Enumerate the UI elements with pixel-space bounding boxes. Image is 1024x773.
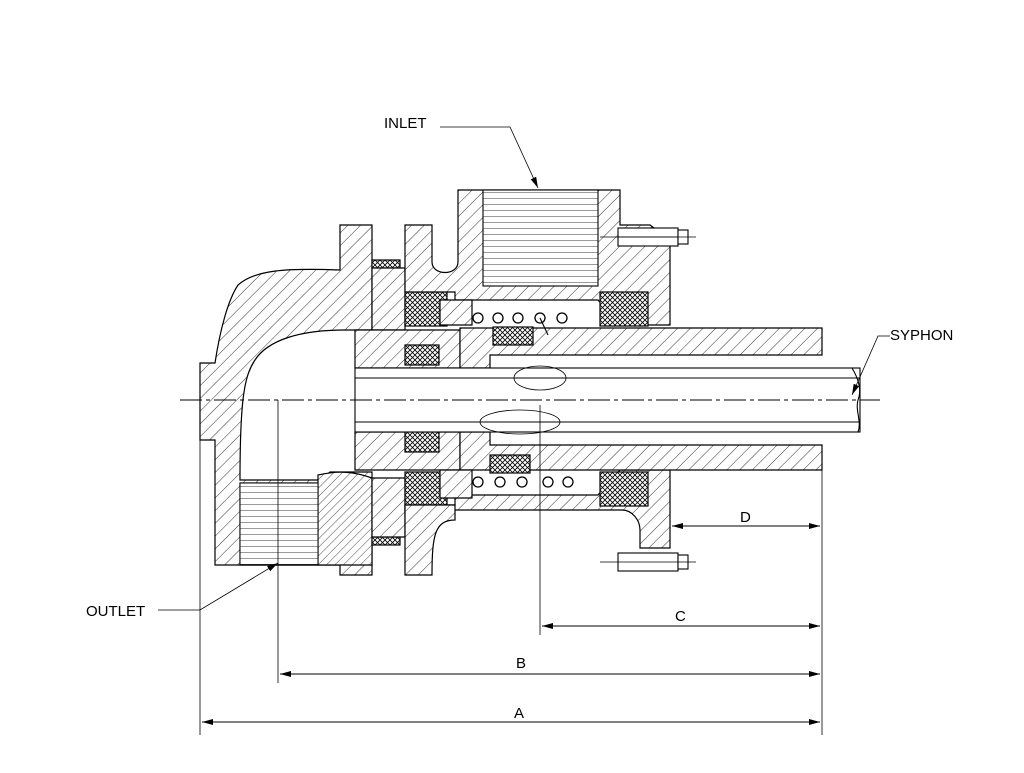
inlet-callout: INLET: [384, 115, 539, 189]
syphon-callout: SYPHON: [851, 327, 953, 396]
gasket-top: [371, 259, 401, 269]
outlet-callout: OUTLET: [86, 562, 279, 620]
dimension-c: C: [542, 608, 820, 629]
dimension-d: D: [672, 509, 820, 529]
elbow-body: [199, 224, 373, 576]
seal-ring-inner-upper: [404, 344, 440, 366]
outlet-label: OUTLET: [86, 603, 145, 620]
dimension-a-label: A: [514, 705, 524, 722]
spring-lower: [472, 454, 574, 488]
dimension-b-label: B: [516, 655, 526, 672]
dimension-b: B: [280, 655, 820, 677]
bolt-upper: [600, 227, 696, 247]
bolt-lower: [600, 552, 696, 572]
gasket-bottom: [371, 536, 401, 546]
dimension-d-label: D: [740, 509, 751, 526]
dimension-c-label: C: [675, 608, 686, 625]
syphon-label: SYPHON: [890, 327, 953, 344]
dimension-a: A: [202, 705, 820, 725]
seal-ring-upper-right: [599, 291, 649, 327]
spring-upper: [472, 312, 568, 346]
seal-ring-lower-right: [599, 471, 649, 507]
inlet-label: INLET: [384, 115, 427, 132]
rotor-sleeve: [439, 299, 823, 499]
seal-ring-inner-lower: [404, 431, 440, 453]
